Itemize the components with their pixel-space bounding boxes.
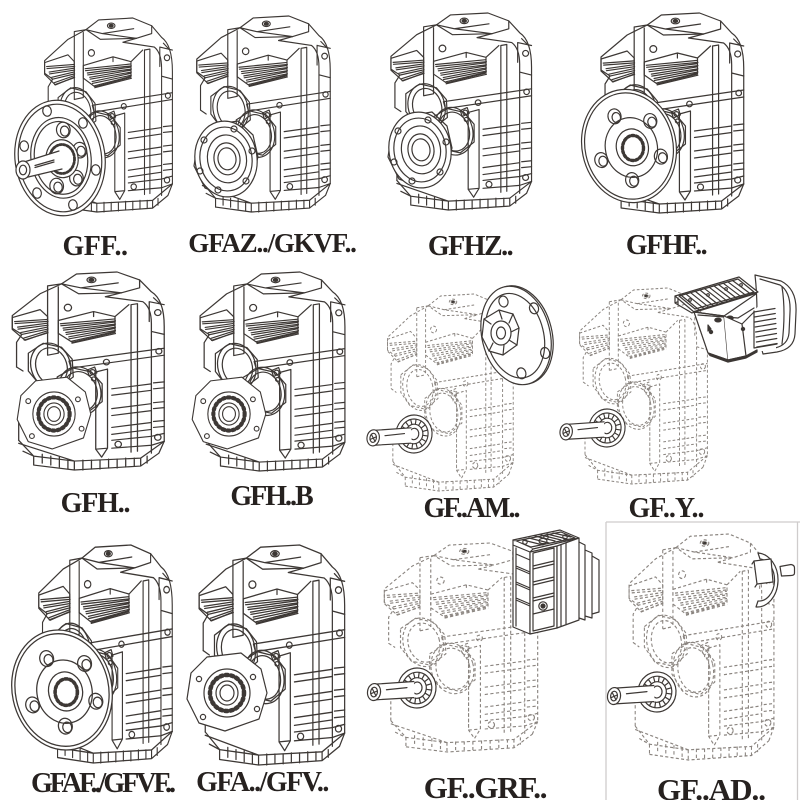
svg-text:GF..AM..: GF..AM..: [424, 493, 520, 524]
svg-text:GFH..B: GFH..B: [230, 481, 313, 512]
svg-text:GFHZ..: GFHZ..: [428, 231, 513, 262]
svg-text:GFA../GFV..: GFA../GFV..: [196, 767, 328, 798]
svg-text:GFH..: GFH..: [61, 488, 130, 519]
svg-text:GFAF../GFVF..: GFAF../GFVF..: [31, 768, 175, 799]
svg-text:GF..Y..: GF..Y..: [629, 493, 704, 524]
svg-text:GF..AD..: GF..AD..: [657, 772, 765, 800]
svg-text:GFHF..: GFHF..: [626, 230, 707, 261]
svg-text:GF..GRF..: GF..GRF..: [424, 770, 547, 800]
svg-text:GFF..: GFF..: [63, 231, 128, 262]
svg-text:GFAZ../GKVF..: GFAZ../GKVF..: [188, 228, 356, 258]
